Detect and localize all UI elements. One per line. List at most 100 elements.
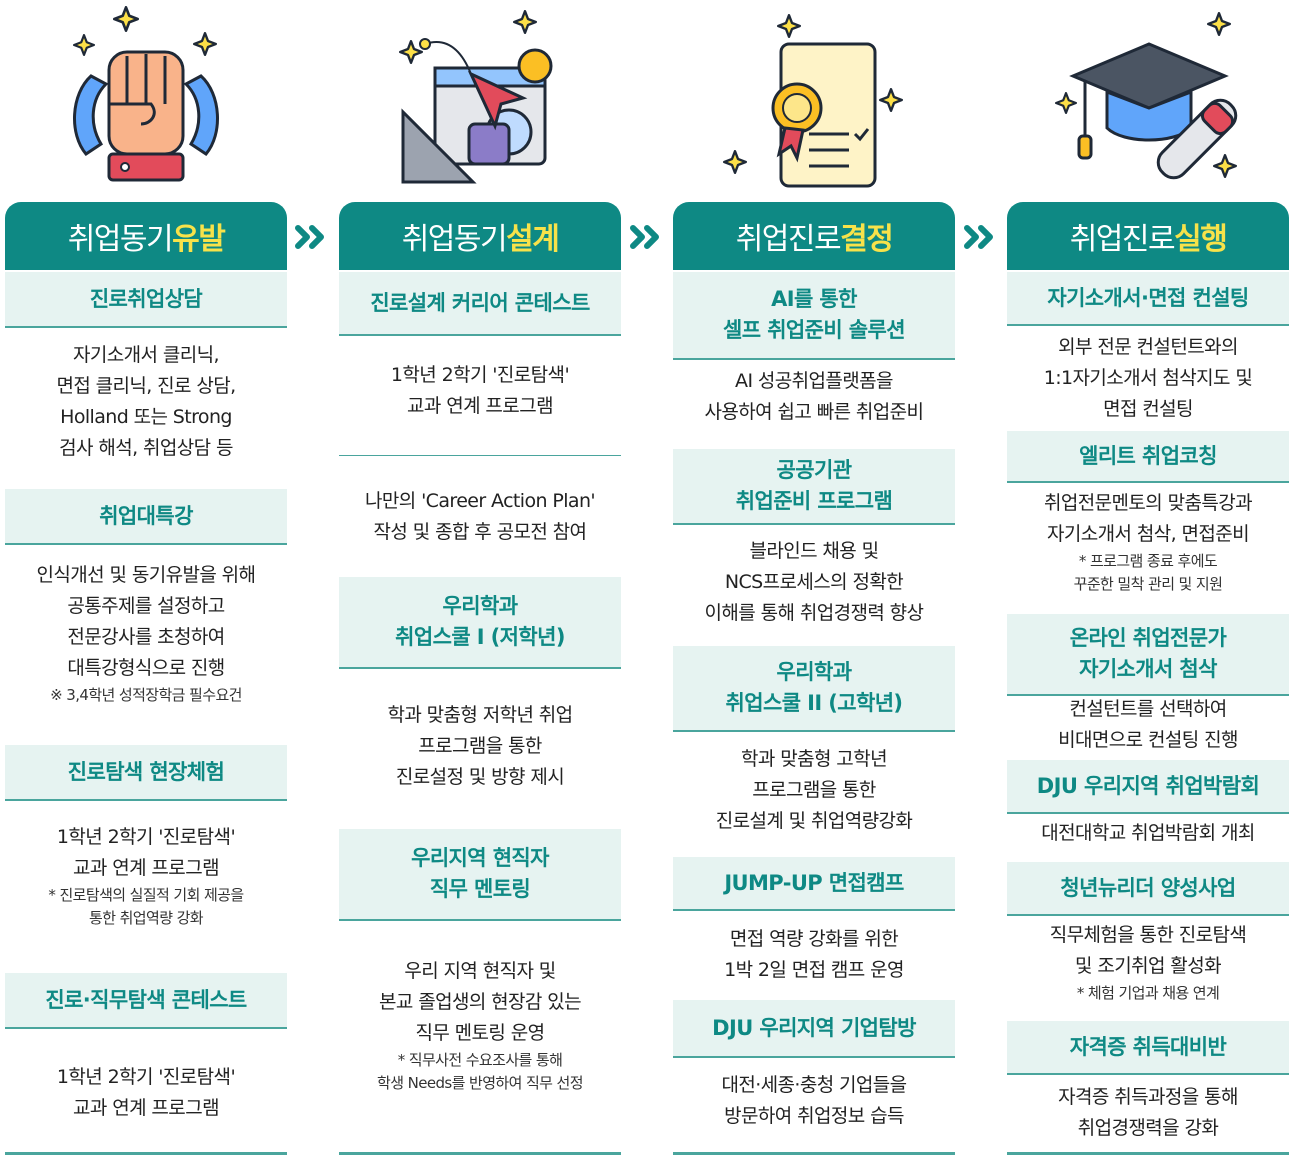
body-line: 학과 맞춤형 저학년 취업 bbox=[387, 704, 573, 726]
section-title-line: DJU 우리지역 기업탐방 bbox=[712, 1015, 916, 1040]
body-line: 프로그램을 통한 bbox=[418, 735, 542, 757]
body-line: 교과 연계 프로그램 bbox=[73, 1097, 220, 1119]
body-line: 취업경쟁력을 강화 bbox=[1077, 1117, 1219, 1139]
note-line: * 진로탐색의 실질적 기회 제공을 bbox=[48, 886, 244, 904]
section-title-line: 자기소개서·면접 컨설팅 bbox=[1047, 285, 1249, 310]
section-title-line: 온라인 취업전문가 bbox=[1069, 626, 1227, 650]
body-line: 나만의 'Career Action Plan' bbox=[364, 490, 596, 512]
section-title: 엘리트 취업코칭 bbox=[1007, 431, 1289, 483]
section-body: 1학년 2학기 '진로탐색'교과 연계 프로그램* 진로탐색의 실질적 기회 제… bbox=[5, 822, 287, 930]
body-line: 직무체험을 통한 진로탐색 bbox=[1049, 924, 1247, 946]
column-bottom-line bbox=[5, 1152, 287, 1155]
section-title-line: 취업스쿨 I (저학년) bbox=[395, 625, 565, 649]
note-line: ※ 3,4학년 성적장학금 필수요건 bbox=[50, 686, 242, 704]
body-line: 진로설계 및 취업역량강화 bbox=[715, 810, 913, 832]
note-line: 꾸준한 밀착 관리 및 지원 bbox=[1073, 575, 1223, 593]
body-line: 우리 지역 현직자 및 bbox=[404, 960, 556, 982]
double-chevron-right-icon bbox=[292, 217, 332, 257]
section-title: 진로취업상담 bbox=[5, 272, 287, 328]
body-line: 자기소개서 클리닉, bbox=[73, 344, 220, 366]
body-line: 면접 클리닉, 진로 상담, bbox=[56, 375, 236, 397]
note-line: 학생 Needs를 반영하여 직무 선정 bbox=[377, 1074, 583, 1092]
section-title: DJU 우리지역 취업박람회 bbox=[1007, 760, 1289, 814]
section-title: 자격증 취득대비반 bbox=[1007, 1021, 1289, 1075]
body-line: NCS프로세스의 정확한 bbox=[724, 571, 904, 593]
graduation-cap-diploma-icon bbox=[1007, 0, 1289, 196]
body-line: 진로설정 및 방향 제시 bbox=[395, 766, 565, 788]
body-line: AI 성공취업플랫폼을 bbox=[735, 370, 893, 392]
column-bottom-line bbox=[339, 1152, 621, 1155]
body-line: 대특강형식으로 진행 bbox=[67, 657, 225, 679]
column-bottom-line bbox=[673, 1152, 955, 1155]
body-line: 취업전문멘토의 맞춤특강과 bbox=[1043, 492, 1253, 514]
section-divider bbox=[339, 455, 621, 456]
body-line: 작성 및 종합 후 공모전 참여 bbox=[373, 521, 587, 543]
section-title-line: 진로취업상담 bbox=[89, 286, 203, 311]
body-line: 블라인드 채용 및 bbox=[749, 540, 879, 562]
body-line: 면접 컨설팅 bbox=[1103, 398, 1193, 420]
body-line: 프로그램을 통한 bbox=[752, 779, 876, 801]
body-line: Holland 또는 Strong bbox=[60, 406, 232, 428]
note-line: 통한 취업역량 강화 bbox=[89, 909, 204, 927]
section-title-line: 취업준비 프로그램 bbox=[735, 489, 893, 513]
body-line: 자기소개서 첨삭, 면접준비 bbox=[1047, 523, 1250, 545]
section-title-line: 취업대특강 bbox=[99, 503, 193, 528]
body-line: 자격증 취득과정을 통해 bbox=[1058, 1086, 1238, 1108]
section-body: 1학년 2학기 '진로탐색'교과 연계 프로그램 bbox=[339, 360, 621, 422]
body-line: 대전·세종·충청 기업들을 bbox=[721, 1074, 907, 1096]
section-title: 진로탐색 현장체험 bbox=[5, 745, 287, 801]
section-title: JUMP-UP 면접캠프 bbox=[673, 857, 955, 911]
section-body: 대전대학교 취업박람회 개최 bbox=[1007, 818, 1289, 849]
body-line: 면접 역량 강화를 위한 bbox=[729, 928, 899, 950]
body-line: 직무 멘토링 운영 bbox=[415, 1022, 545, 1044]
section-title-line: 셀프 취업준비 솔루션 bbox=[723, 318, 906, 342]
body-line: 검사 해석, 취업상담 등 bbox=[59, 437, 233, 459]
section-title-line: 우리학과 bbox=[442, 594, 518, 618]
body-line: 비대면으로 컨설팅 진행 bbox=[1058, 729, 1238, 751]
body-line: 1:1자기소개서 첨삭지도 및 bbox=[1043, 367, 1253, 389]
double-chevron-right-icon bbox=[961, 217, 1001, 257]
section-title-line: 자격증 취득대비반 bbox=[1069, 1034, 1227, 1059]
body-line: 1학년 2학기 '진로탐색' bbox=[56, 826, 236, 848]
body-line: 학과 맞춤형 고학년 bbox=[741, 748, 888, 770]
section-title-line: 우리지역 현직자 bbox=[411, 846, 549, 870]
body-line: 및 조기취업 활성화 bbox=[1075, 955, 1222, 977]
body-line: 대전대학교 취업박람회 개최 bbox=[1041, 822, 1255, 844]
section-title: 진로·직무탐색 콘테스트 bbox=[5, 973, 287, 1029]
section-body: 1학년 2학기 '진로탐색' 교과 연계 프로그램 bbox=[5, 1062, 287, 1124]
section-body: 나만의 'Career Action Plan' 작성 및 종합 후 공모전 참여 bbox=[339, 486, 621, 548]
section-title: 자기소개서·면접 컨설팅 bbox=[1007, 272, 1289, 326]
section-title-line: 진로설계 커리어 콘테스트 bbox=[370, 290, 590, 315]
certificate-document-icon bbox=[673, 0, 955, 196]
body-line: 1학년 2학기 '진로탐색' bbox=[56, 1066, 236, 1088]
note-line: * 체험 기업과 채용 연계 bbox=[1076, 984, 1220, 1002]
double-chevron-right-icon bbox=[627, 217, 667, 257]
section-title-line: 진로·직무탐색 콘테스트 bbox=[45, 987, 247, 1012]
raised-fist-with-ribbon-icon bbox=[5, 0, 287, 196]
body-line: 방문하여 취업정보 습득 bbox=[724, 1105, 904, 1127]
design-tools-cursor-icon bbox=[339, 0, 621, 196]
section-title-line: AI를 통한 bbox=[771, 287, 857, 311]
body-line: 외부 전문 컨설턴트와의 bbox=[1058, 336, 1238, 358]
section-title: DJU 우리지역 기업탐방 bbox=[673, 1000, 955, 1058]
